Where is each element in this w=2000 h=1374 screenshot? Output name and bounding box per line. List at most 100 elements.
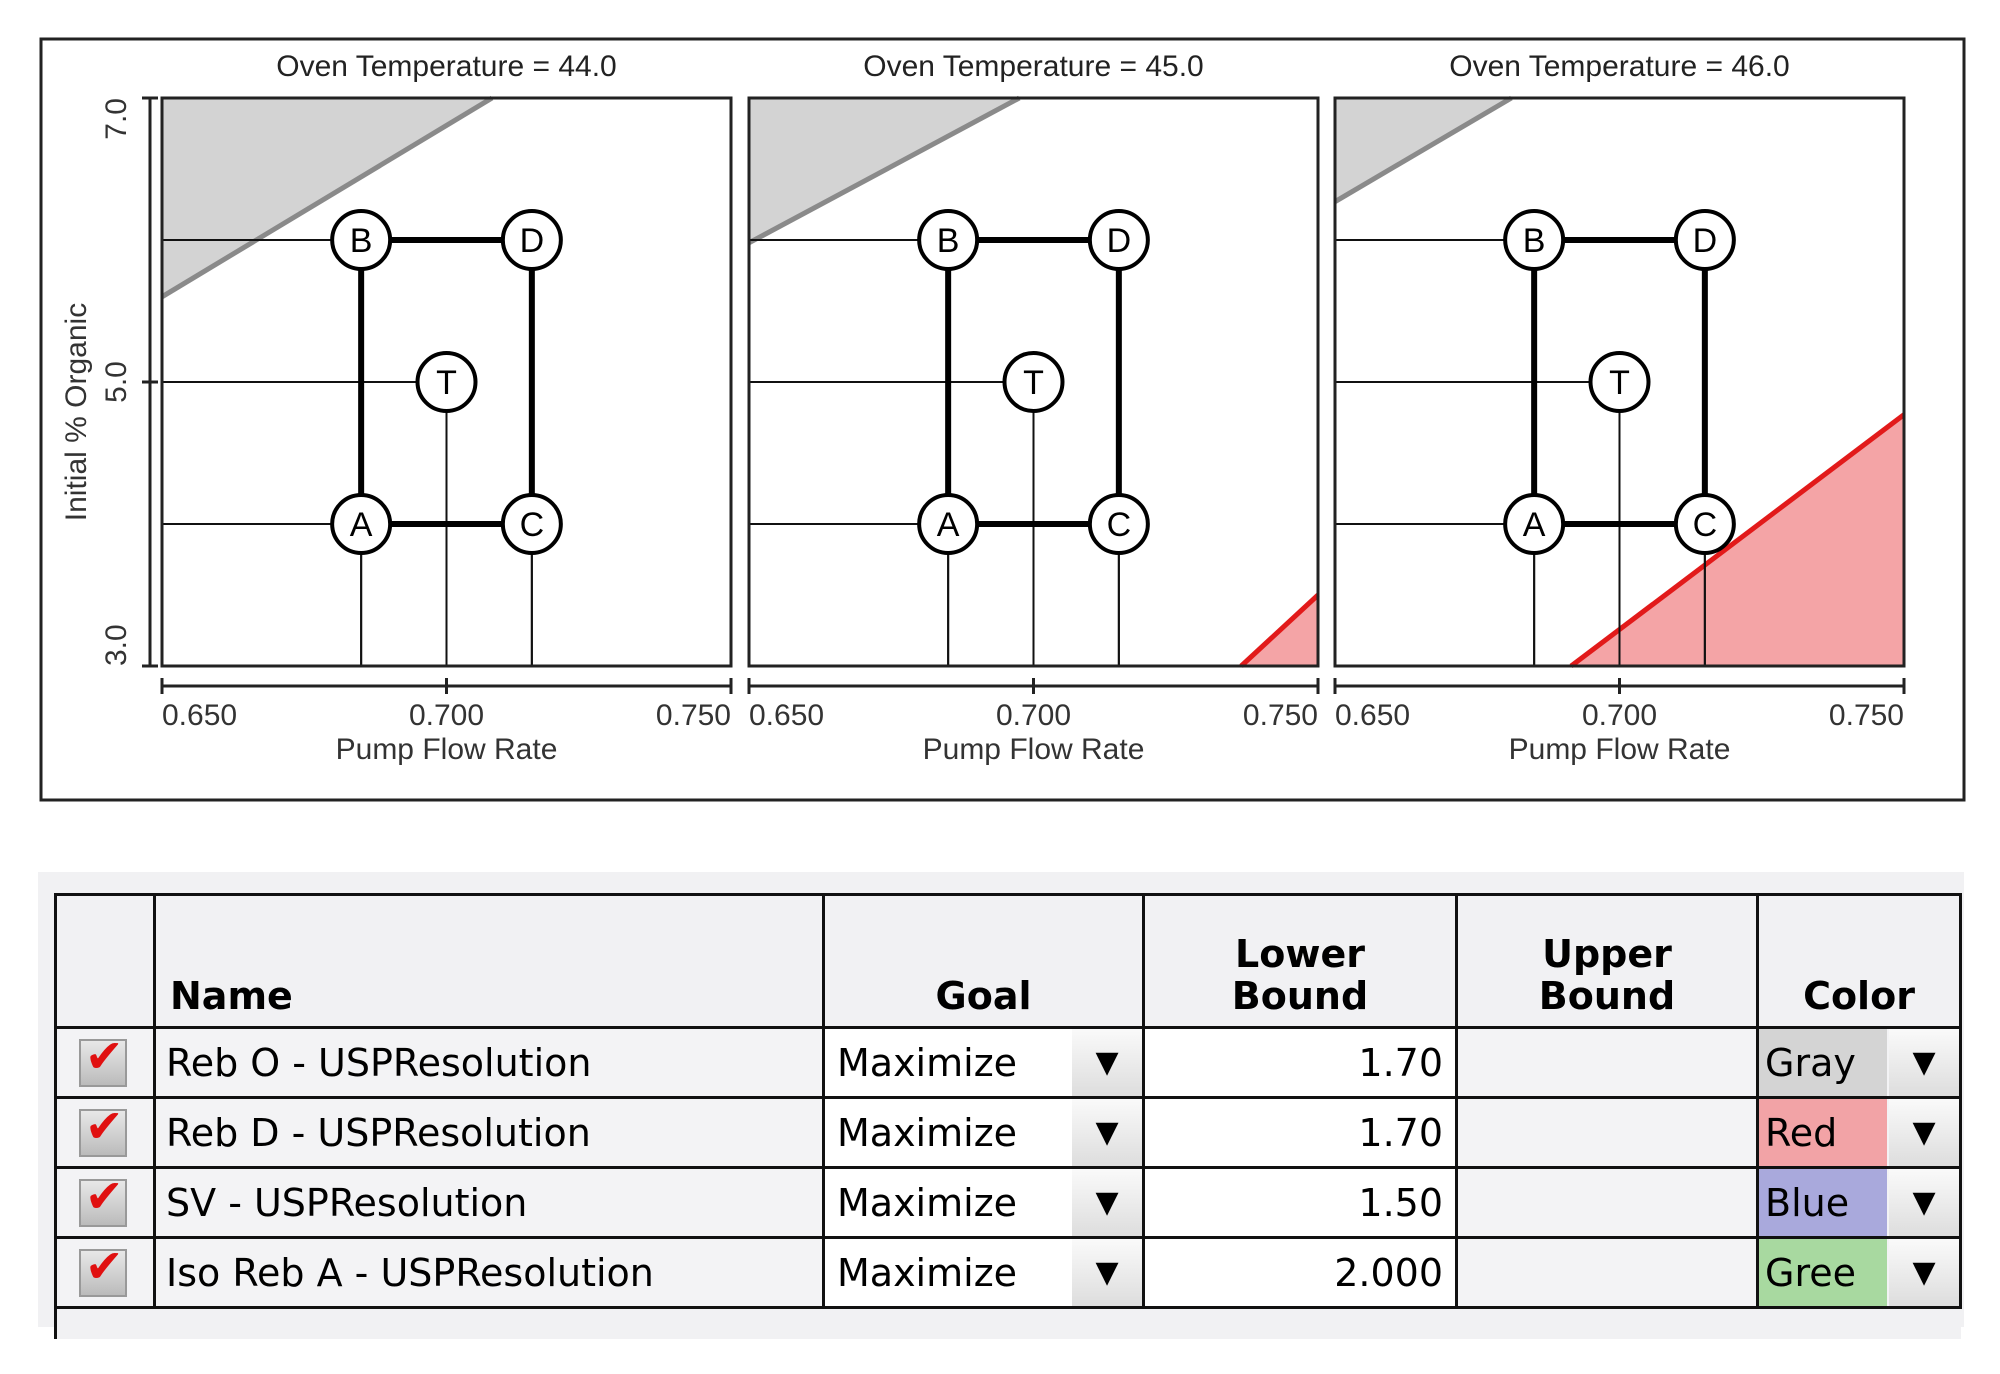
design-point-D[interactable] [1087, 209, 1150, 271]
design-point-label: D [1693, 222, 1718, 260]
color-select[interactable]: Blue▼ [1756, 1166, 1962, 1239]
design-point-C[interactable] [1673, 493, 1736, 555]
upper-bound-input[interactable] [1455, 1236, 1759, 1309]
y-axis-label: Initial % Organic [60, 303, 93, 521]
design-point-A[interactable] [917, 493, 980, 555]
header-lower-line1: Lower [1235, 932, 1365, 977]
design-point-C[interactable] [500, 493, 563, 555]
empty-cell [54, 1307, 1961, 1339]
y-axis: 3.05.07.0 [100, 96, 158, 668]
x-tick-label: 0.750 [1829, 699, 1904, 732]
chevron-down-icon[interactable]: ▼ [1889, 1029, 1959, 1096]
enabled-cell [54, 1026, 156, 1099]
panel-title: Oven Temperature = 44.0 [276, 50, 617, 83]
color-select[interactable]: Gree▼ [1756, 1236, 1962, 1309]
enabled-cell [54, 1236, 156, 1309]
design-point-label: C [520, 506, 545, 544]
plot-border [160, 96, 733, 668]
design-point-T[interactable] [1588, 351, 1651, 413]
header-check [54, 893, 156, 1029]
design-point-D[interactable] [500, 209, 563, 271]
lower-bound-input[interactable]: 2.000 [1142, 1236, 1458, 1309]
color-swatch: Red [1759, 1099, 1887, 1166]
header-upper-line1: Upper [1542, 932, 1672, 977]
upper-bound-input[interactable] [1455, 1096, 1759, 1169]
name-cell: SV - USPResolution [153, 1166, 825, 1239]
color-select[interactable]: Red▼ [1756, 1096, 1962, 1169]
design-point-label: A [350, 506, 373, 544]
design-point-label: T [1609, 364, 1630, 402]
lower-bound-input[interactable]: 1.70 [1142, 1026, 1458, 1099]
design-point-label: A [1523, 506, 1546, 544]
color-swatch: Blue [1759, 1169, 1887, 1236]
red-boundary-line [1239, 593, 1320, 668]
design-point-label: T [436, 364, 457, 402]
design-point-B[interactable] [330, 209, 393, 271]
design-point-label: B [350, 222, 373, 260]
chevron-down-icon[interactable]: ▼ [1889, 1099, 1959, 1166]
x-tick-label: 0.650 [1335, 699, 1410, 732]
lower-bound-input[interactable]: 1.50 [1142, 1166, 1458, 1239]
enabled-checkbox[interactable] [79, 1029, 127, 1087]
x-axis-label: Pump Flow Rate [923, 733, 1145, 766]
table-row: Reb D - USPResolution Maximize ▼ 1.70 Red… [54, 1096, 1962, 1169]
design-point-B[interactable] [1503, 209, 1566, 271]
design-point-D[interactable] [1673, 209, 1736, 271]
color-select[interactable]: Gray▼ [1756, 1026, 1962, 1099]
goal-value: Maximize [837, 1040, 1018, 1085]
x-tick-label: 0.700 [409, 699, 484, 732]
goal-select[interactable]: Maximize▼ [822, 1236, 1145, 1309]
design-point-A[interactable] [330, 493, 393, 555]
design-point-T[interactable] [1002, 351, 1065, 413]
lower-bound-input[interactable]: 1.70 [1142, 1096, 1458, 1169]
x-tick-label: 0.750 [1243, 699, 1318, 732]
design-point-T[interactable] [415, 351, 478, 413]
enabled-checkbox[interactable] [79, 1239, 127, 1297]
chevron-down-icon[interactable]: ▼ [1072, 1169, 1142, 1236]
design-point-A[interactable] [1503, 493, 1566, 555]
enabled-checkbox[interactable] [79, 1169, 127, 1227]
chevron-down-icon[interactable]: ▼ [1072, 1239, 1142, 1306]
goal-select[interactable]: Maximize▼ [822, 1166, 1145, 1239]
header-upper-line2: Bound [1538, 974, 1676, 1019]
y-tick-label: 7.0 [100, 98, 133, 140]
y-tick-label: 5.0 [100, 361, 133, 403]
gray-boundary-line [160, 95, 494, 299]
enabled-cell [54, 1166, 156, 1239]
goal-select[interactable]: Maximize ▼ [822, 1026, 1145, 1099]
design-point-B[interactable] [917, 209, 980, 271]
design-point-C[interactable] [1087, 493, 1150, 555]
color-swatch: Gray [1759, 1029, 1887, 1096]
table-row: Iso Reb A - USPResolution Maximize▼ 2.00… [54, 1236, 1962, 1309]
x-tick-label: 0.650 [162, 699, 237, 732]
goal-value: Maximize [837, 1110, 1018, 1155]
color-swatch: Gree [1759, 1239, 1887, 1306]
gray-boundary-line [747, 95, 1021, 246]
upper-bound-input[interactable] [1455, 1026, 1759, 1099]
goal-select[interactable]: Maximize ▼ [822, 1096, 1145, 1169]
chevron-down-icon[interactable]: ▼ [1889, 1169, 1959, 1236]
red-boundary-line [1569, 412, 1906, 668]
chevron-down-icon[interactable]: ▼ [1072, 1099, 1142, 1166]
header-color[interactable]: Color [1756, 893, 1962, 1029]
x-tick-label: 0.700 [1582, 699, 1657, 732]
chevron-down-icon[interactable]: ▼ [1889, 1239, 1959, 1306]
x-tick-label: 0.700 [996, 699, 1071, 732]
name-cell: Reb D - USPResolution [153, 1096, 825, 1169]
header-name[interactable]: Name [153, 893, 825, 1029]
header-lower-line2: Bound [1231, 974, 1369, 1019]
design-point-label: T [1023, 364, 1044, 402]
upper-bound-input[interactable] [1455, 1166, 1759, 1239]
header-goal[interactable]: Goal [822, 893, 1145, 1029]
chevron-down-icon[interactable]: ▼ [1072, 1029, 1142, 1096]
plot-border [747, 96, 1320, 668]
design-point-label: D [520, 222, 545, 260]
table-row: Reb O - USPResolution Maximize▼ 1.70 Gra… [54, 1026, 1962, 1099]
enabled-checkbox[interactable] [79, 1099, 127, 1157]
